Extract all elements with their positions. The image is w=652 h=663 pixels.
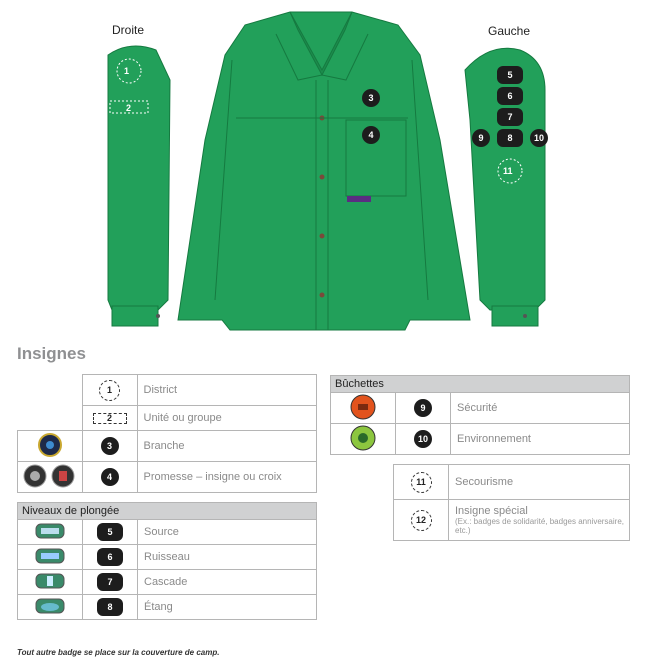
legend-text-special: Insigne spécial [455, 505, 528, 517]
source-badge-icon [35, 523, 65, 538]
safety-badge-icon [350, 394, 376, 419]
legend-marker-11: 11 [410, 471, 432, 493]
legend-text-environment: Environnement [450, 423, 630, 455]
shirt-marker-10: 10 [530, 129, 548, 147]
legend-text-source: Source [137, 519, 317, 545]
left-sleeve [464, 47, 546, 327]
legend-text-branch: Branche [136, 430, 317, 462]
shirt-marker-5: 5 [497, 66, 523, 84]
right-sleeve [107, 45, 171, 327]
legend-marker-2: 2 [92, 412, 127, 424]
legend-text-safety: Sécurité [450, 392, 630, 424]
section-title: Insignes [17, 344, 86, 363]
legend-text-stream: Ruisseau [137, 544, 317, 570]
shirt-marker-4: 4 [362, 126, 380, 144]
shirt-body [177, 11, 471, 331]
legend-marker-10: 10 [414, 430, 432, 448]
legend-special: 11 Secourisme 12 Insigne spécial (Ex.: b… [393, 464, 630, 541]
legend-buchettes: Bûchettes 9 Sécurité 10 Environnement [330, 375, 630, 455]
branch-badge-icon [37, 432, 62, 457]
legend-text-promise: Promesse – insigne ou croix [136, 461, 317, 493]
left-sleeve-label: Gauche [488, 24, 531, 38]
shirt-marker-3: 3 [362, 89, 380, 107]
shirt-marker-1: 1 [124, 66, 130, 76]
shirt-marker-2: 2 [126, 103, 132, 113]
legend-marker-7: 7 [97, 573, 123, 591]
diving-header: Niveaux de plongée [17, 502, 317, 520]
shirt-marker-11: 11 [503, 166, 513, 176]
legend-marker-6: 6 [97, 548, 123, 566]
shirt-marker-7: 7 [497, 108, 523, 126]
legend-text-pond: Étang [137, 594, 317, 620]
buchettes-header: Bûchettes [330, 375, 630, 393]
legend-left: 1 District 2 Unité ou groupe 3 Branche 4… [17, 374, 317, 493]
legend-marker-12: 12 [410, 509, 432, 531]
pond-badge-icon [35, 598, 65, 613]
right-sleeve-label: Droite [112, 23, 145, 37]
legend-marker-3: 3 [100, 437, 119, 455]
environment-badge-icon [350, 425, 376, 450]
legend-text-first-aid: Secourisme [448, 464, 630, 500]
waterfall-badge-icon [35, 573, 65, 588]
legend-text-district: District [136, 374, 317, 406]
footer-note: Tout autre badge se place sur la couvert… [17, 648, 220, 657]
shirt-marker-9: 9 [472, 129, 490, 147]
legend-text-waterfall: Cascade [137, 569, 317, 595]
legend-marker-9: 9 [414, 399, 432, 417]
stream-badge-icon [35, 548, 65, 563]
legend-marker-5: 5 [97, 523, 123, 541]
legend-marker-4: 4 [100, 468, 119, 486]
shirt-marker-6: 6 [497, 87, 523, 105]
shirt-diagram [107, 11, 546, 331]
legend-text-special-note: (Ex.: badges de solidarité, badges anniv… [455, 517, 624, 535]
shirt-marker-8: 8 [497, 129, 523, 147]
legend-marker-8: 8 [97, 598, 123, 616]
legend-text-unit: Unité ou groupe [136, 405, 317, 431]
legend-marker-1: 1 [99, 379, 120, 401]
promise-badges-icon [23, 464, 75, 487]
legend-diving: Niveaux de plongée 5 Source 6 Ruisseau 7… [17, 502, 317, 620]
